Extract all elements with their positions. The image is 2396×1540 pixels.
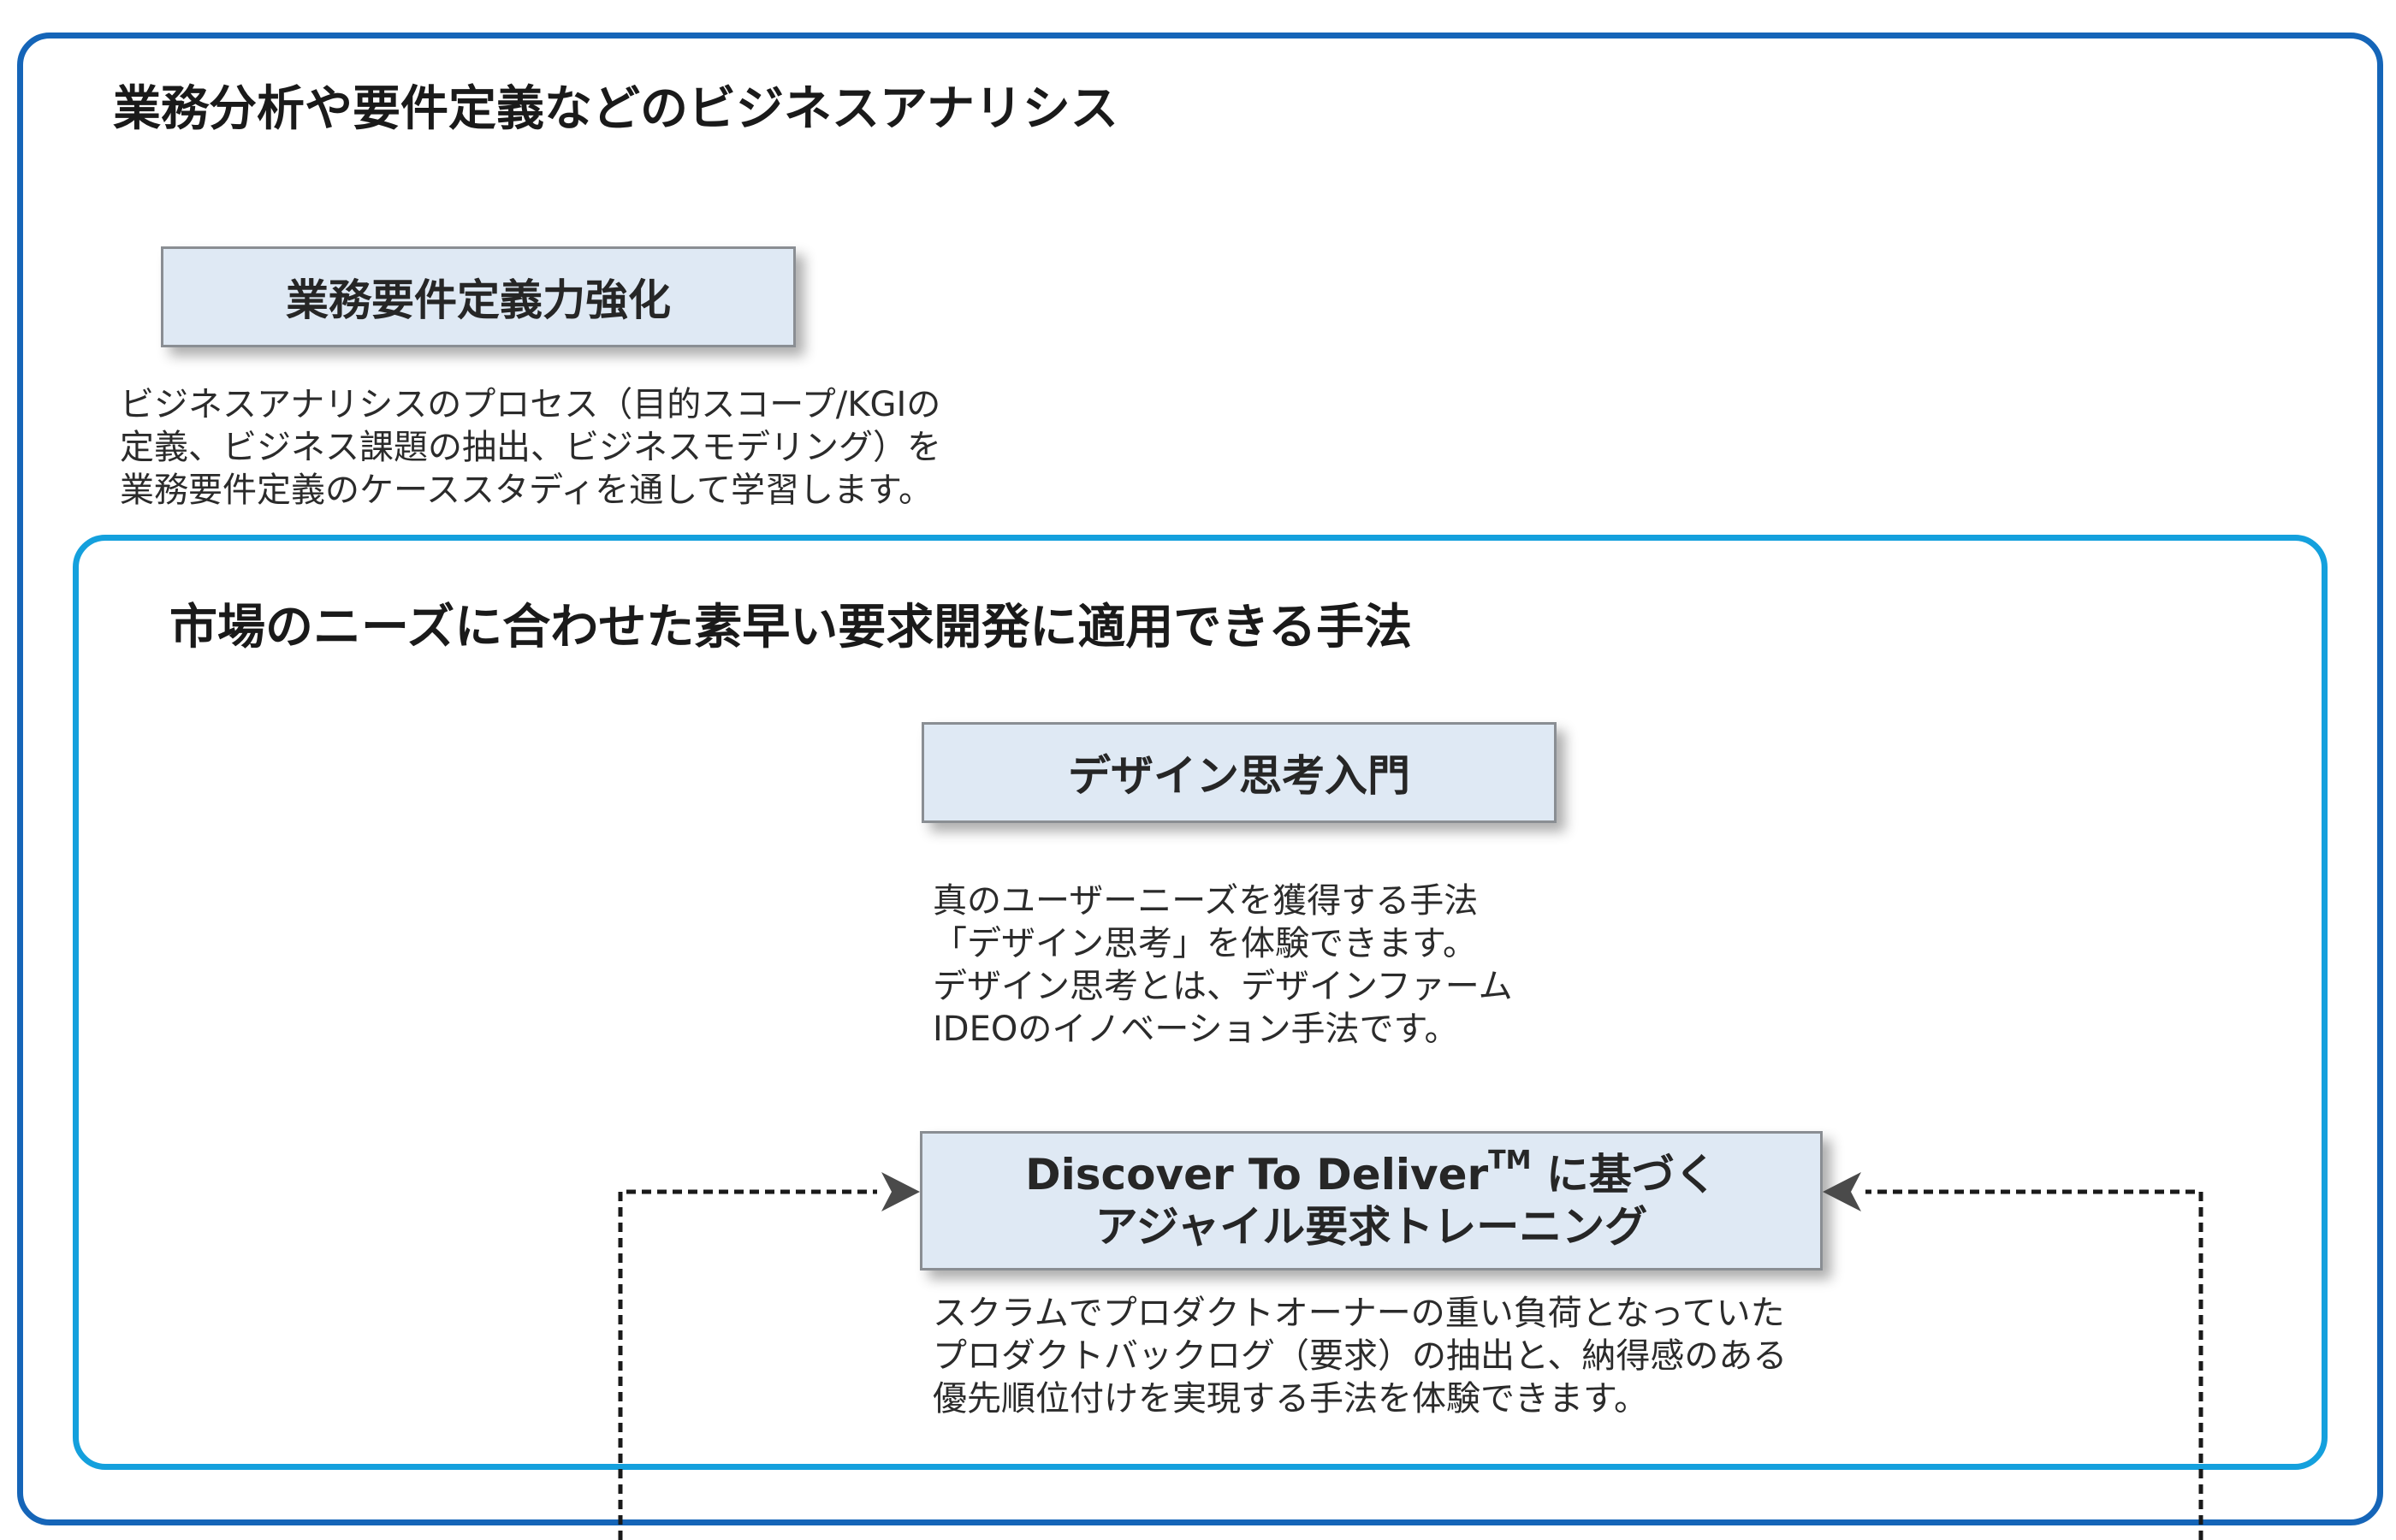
description-line: 業務要件定義のケーススタディを通して学習します。 [120, 471, 933, 510]
business-analysis-section-title: 業務分析や要件定義などのビジネスアナリシス [113, 81, 1118, 137]
d2d-label-line1: Discover To DeliverTM に基づく [1025, 1145, 1717, 1201]
description-line: 定義、ビジネス課題の抽出、ビジネスモデリング）を [120, 428, 941, 467]
right-dashed-connector [1823, 1172, 2203, 1540]
discover-to-deliver-course-box: Discover To DeliverTM に基づく アジャイル要求トレーニング [920, 1131, 1823, 1270]
description-line: 優先順位付けを実現する手法を体験できます。 [933, 1379, 1648, 1419]
design-thinking-description: 真のユーザーニーズを獲得する手法 「デザイン思考」を体験できます。 デザイン思考… [933, 880, 1513, 1051]
description-line: スクラムでプロダクトオーナーの重い負荷となっていた [933, 1294, 1785, 1333]
d2d-label-line2: アジャイル要求トレーニング [1094, 1201, 1648, 1252]
business-requirements-course-label: 業務要件定義力強化 [286, 275, 671, 325]
outer-section-frame [17, 33, 2383, 1525]
trademark-mark: TM [1488, 1145, 1532, 1176]
description-line: ビジネスアナリシスのプロセス（目的スコープ/KGIの [120, 385, 941, 424]
description-line: 真のユーザーニーズを獲得する手法 [933, 881, 1479, 921]
inner-section-frame [73, 535, 2328, 1470]
business-requirements-description: ビジネスアナリシスのプロセス（目的スコープ/KGIの 定義、ビジネス課題の抽出、… [120, 383, 941, 512]
discover-to-deliver-description: スクラムでプロダクトオーナーの重い負荷となっていた プロダクトバックログ（要求）… [933, 1292, 1787, 1420]
description-line: プロダクトバックログ（要求）の抽出と、納得感のある [933, 1336, 1788, 1376]
left-connector-arrowhead [881, 1172, 920, 1211]
design-thinking-course-box: デザイン思考入門 [922, 722, 1557, 823]
left-dashed-connector [618, 1172, 920, 1540]
description-line: IDEOのイノベーション手法です。 [933, 1010, 1459, 1049]
agile-methods-section-title: 市場のニーズに合わせた素早い要求開発に適用できる手法 [169, 600, 1413, 655]
right-connector-arrowhead [1823, 1172, 1861, 1211]
d2d-label-main: Discover To Deliver [1025, 1149, 1489, 1199]
description-line: デザイン思考とは、デザインファーム [933, 967, 1513, 1006]
design-thinking-course-label: デザイン思考入門 [1068, 751, 1410, 801]
business-requirements-course-box: 業務要件定義力強化 [161, 246, 796, 347]
description-line: 「デザイン思考」を体験できます。 [933, 924, 1477, 963]
d2d-label-tail: に基づく [1531, 1149, 1717, 1199]
